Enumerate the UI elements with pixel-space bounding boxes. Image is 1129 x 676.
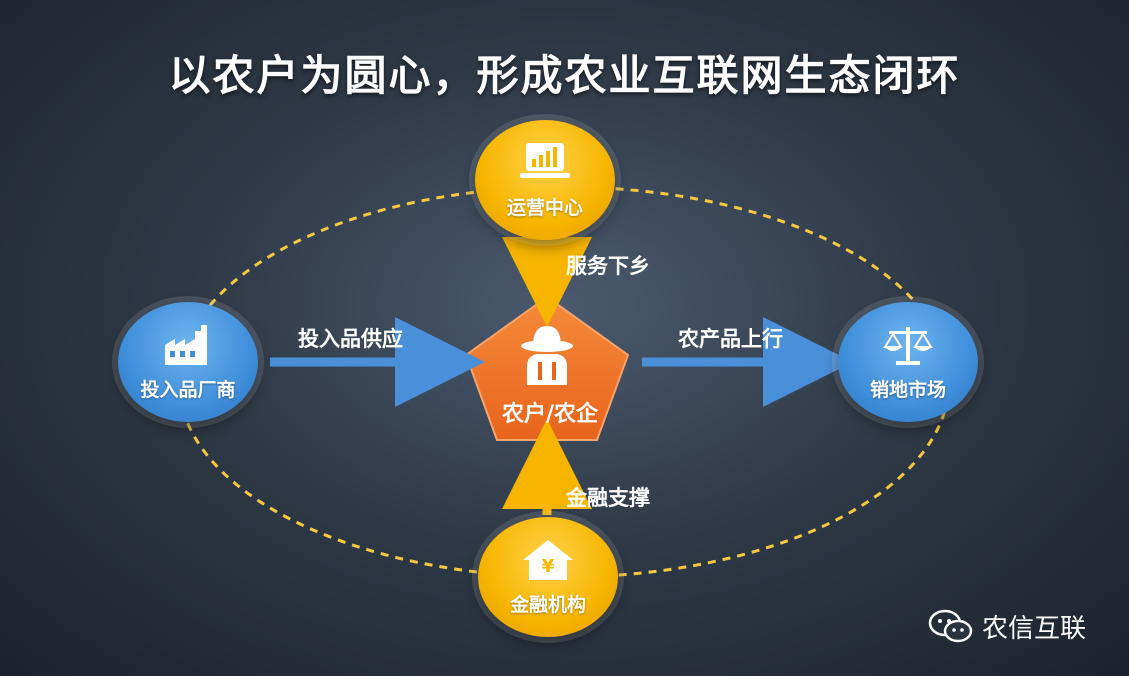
svg-text:¥: ¥ [542, 556, 555, 577]
node-input-supplier: 投入品厂商 [118, 302, 258, 422]
laptop-chart-icon [518, 141, 572, 185]
center-node-label: 农户/农企 [501, 402, 599, 427]
diagram-title: 以农户为圆心，形成农业互联网生态闭环 [168, 51, 961, 100]
node-operations-center: 运营中心 [475, 120, 615, 240]
farmer-icon [521, 326, 573, 385]
wechat-icon [928, 609, 973, 642]
edge-label-services: 服务下乡 [566, 254, 650, 278]
node-operations-center-label: 运营中心 [506, 196, 583, 219]
node-financial-institution-label: 金融机构 [509, 593, 586, 616]
node-input-supplier-label: 投入品厂商 [140, 378, 236, 401]
watermark-text: 农信互联 [982, 614, 1087, 644]
edge-label-finance: 金融支撑 [566, 486, 650, 510]
bank-house-icon: ¥ [521, 538, 575, 582]
factory-icon [161, 323, 215, 367]
node-sales-market: 销地市场 [838, 302, 978, 422]
node-financial-institution: ¥ 金融机构 [478, 517, 618, 637]
node-sales-market-label: 销地市场 [869, 378, 946, 401]
watermark: 农信互联 [928, 608, 1086, 645]
edge-label-products-up: 农产品上行 [678, 327, 783, 351]
scales-icon [881, 323, 935, 367]
edge-label-input-supply: 投入品供应 [298, 327, 403, 351]
